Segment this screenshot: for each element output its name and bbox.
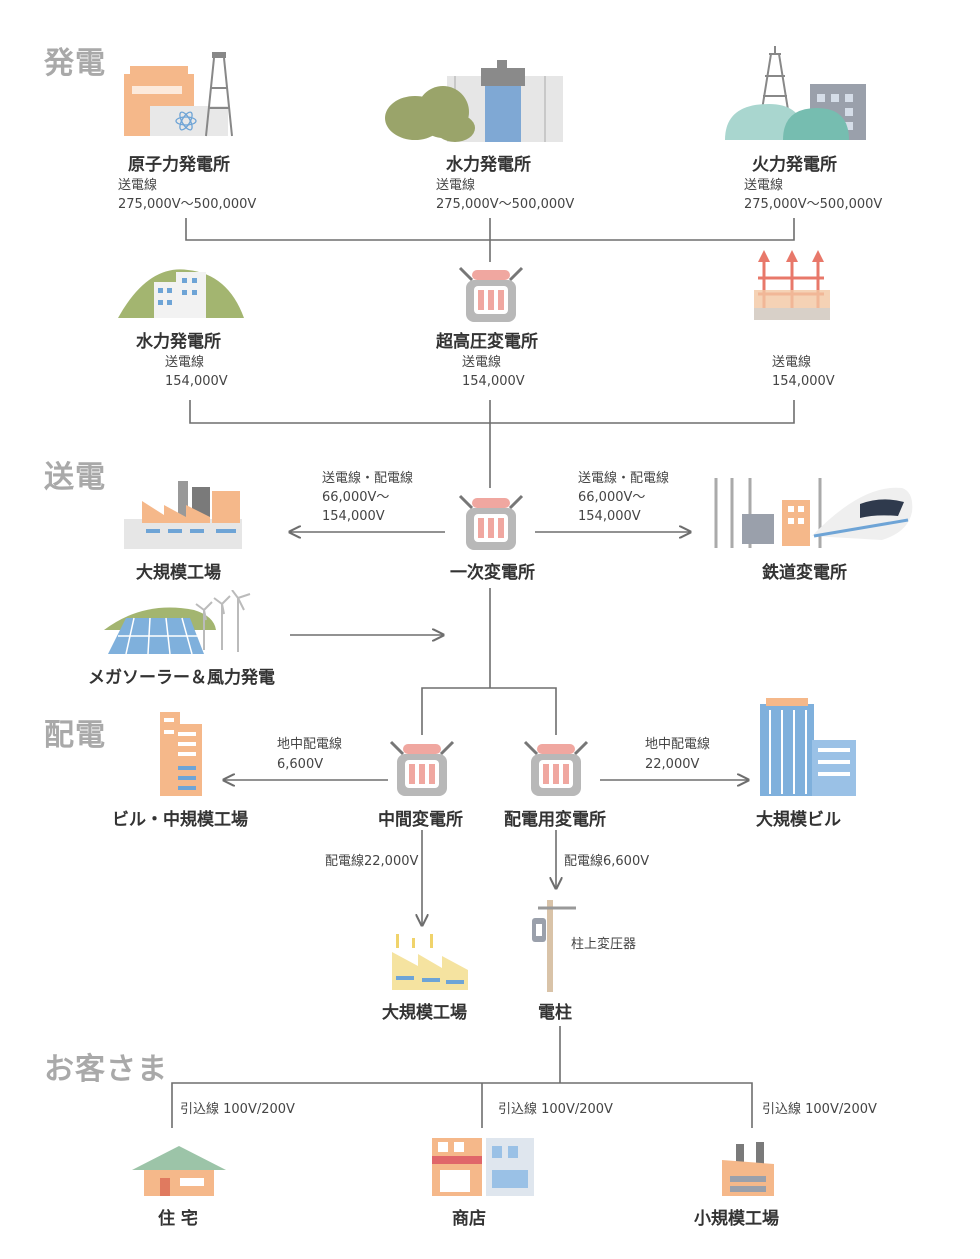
- large-factory-2-name: 大規模工場: [382, 1003, 467, 1023]
- house-icon: [132, 1146, 226, 1196]
- solar-wind-icon: [104, 590, 251, 655]
- large-building-name: 大規模ビル: [756, 810, 841, 830]
- house-name: 住 宅: [158, 1209, 198, 1229]
- building-mid-name: ビル・中規模工場: [112, 810, 248, 830]
- transformer-icon: [523, 740, 589, 796]
- pole-name: 電柱: [538, 1003, 572, 1023]
- hydro-hill-icon: [118, 269, 244, 318]
- right-edge-voltage-1: 66,000V〜: [578, 490, 646, 505]
- mid-edge-line-label: 地中配電線: [277, 737, 343, 752]
- service-line-2: 引込線 100V/200V: [498, 1102, 613, 1117]
- ultra-sub-voltage: 154,000V: [462, 374, 525, 389]
- factory-icon: [392, 934, 468, 990]
- nuclear-voltage: 275,000V〜500,000V: [118, 197, 257, 212]
- right-edge-line-label: 送電線・配電線: [578, 471, 670, 486]
- pole-transformer-label: 柱上変圧器: [571, 937, 637, 952]
- service-line-1: 引込線 100V/200V: [180, 1102, 295, 1117]
- shop-name: 商店: [452, 1209, 486, 1229]
- large-edge-line-label: 地中配電線: [645, 737, 711, 752]
- mega-solar-name: メガソーラー＆風力発電: [88, 668, 275, 688]
- transformer-icon: [458, 494, 524, 550]
- shop-icon: [432, 1138, 534, 1196]
- distribution-substation-name: 配電用変電所: [504, 810, 606, 830]
- left-edge-line-label: 送電線・配電線: [322, 471, 414, 486]
- mid-building-icon: [160, 712, 202, 796]
- left-edge-voltage-1: 66,000V〜: [322, 490, 390, 505]
- nuclear-plant-icon: [124, 52, 233, 137]
- large-building-icon: [760, 698, 856, 796]
- service-line-3: 引込線 100V/200V: [762, 1102, 877, 1117]
- thermal-voltage: 275,000V〜500,000V: [744, 197, 883, 212]
- hydro-top-line-label: 送電線: [436, 178, 476, 193]
- railway-icon: [714, 478, 913, 548]
- nuclear-line-label: 送電線: [118, 178, 158, 193]
- transformer-icon: [389, 740, 455, 796]
- hydro-mid-voltage: 154,000V: [165, 374, 228, 389]
- hydro-dam-icon: [385, 60, 563, 142]
- utility-pole-icon: [532, 900, 576, 992]
- small-factory-name: 小規模工場: [694, 1209, 779, 1229]
- hydro-top-voltage: 275,000V〜500,000V: [436, 197, 575, 212]
- right-edge-voltage-2: 154,000V: [578, 509, 641, 524]
- hydro-mid-name: 水力発電所: [136, 332, 221, 352]
- nuclear-plant-name: 原子力発電所: [128, 155, 230, 175]
- factory-icon: [124, 481, 242, 549]
- large-edge-voltage: 22,000V: [645, 757, 700, 772]
- intermediate-substation-name: 中間変電所: [378, 810, 463, 830]
- hydro-top-name: 水力発電所: [446, 155, 531, 175]
- hydro-mid-line-label: 送電線: [165, 355, 205, 370]
- dist-line-22000-label: 配電線22,000V: [325, 854, 419, 869]
- plant-right-voltage: 154,000V: [772, 374, 835, 389]
- plant-right-line-label: 送電線: [772, 355, 812, 370]
- small-factory-icon: [722, 1142, 774, 1196]
- primary-substation-name: 一次変電所: [450, 563, 535, 583]
- left-edge-voltage-2: 154,000V: [322, 509, 385, 524]
- thermal-line-label: 送電線: [744, 178, 784, 193]
- section-generation: 発電: [44, 46, 106, 81]
- railway-substation-name: 鉄道変電所: [762, 563, 847, 583]
- thermal-plant-name: 火力発電所: [752, 155, 837, 175]
- section-transmission: 送電: [44, 460, 106, 495]
- thermal-plant-icon: [725, 46, 866, 140]
- section-distribution: 配電: [44, 718, 106, 753]
- section-customers: お客さま: [44, 1052, 168, 1087]
- mid-edge-voltage: 6,600V: [277, 757, 324, 772]
- ultra-substation-name: 超高圧変電所: [436, 332, 538, 352]
- transformer-icon: [458, 266, 524, 322]
- dist-line-6600-label: 配電線6,600V: [564, 854, 650, 869]
- large-factory-1-name: 大規模工場: [136, 563, 221, 583]
- chimney-plant-icon: [754, 250, 830, 320]
- ultra-sub-line-label: 送電線: [462, 355, 502, 370]
